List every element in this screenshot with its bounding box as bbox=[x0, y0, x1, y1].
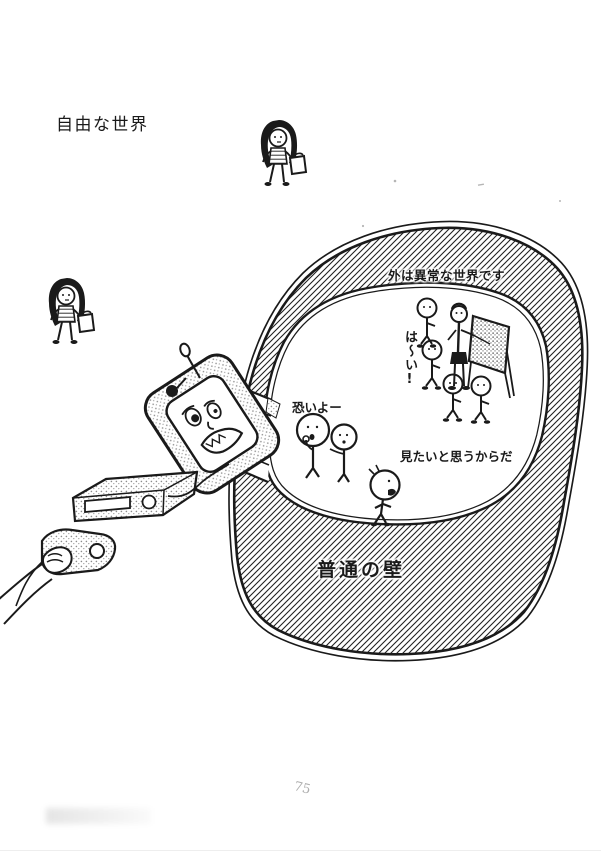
pedestrian-left bbox=[48, 278, 96, 344]
scan-specks bbox=[361, 179, 561, 228]
student-figure bbox=[442, 373, 464, 422]
shopping-bag-icon bbox=[288, 154, 308, 176]
reason-speech-label: 見たいと思うからだ bbox=[400, 449, 513, 464]
pointer-stick bbox=[474, 335, 491, 345]
curious-viewer bbox=[368, 464, 401, 527]
tv-drawing bbox=[143, 342, 281, 495]
game-console-drawing bbox=[71, 463, 230, 523]
console-tv-cable bbox=[167, 463, 230, 498]
free-world-label: 自由な世界 bbox=[56, 115, 149, 135]
scary-face bbox=[181, 399, 244, 454]
teacher-figure bbox=[447, 302, 491, 390]
scared-speech-label: 恐いよー bbox=[292, 400, 342, 415]
pedestrian-top bbox=[260, 120, 308, 186]
shopping-bag-icon bbox=[76, 312, 96, 334]
student-figure bbox=[470, 375, 492, 424]
scared-viewers bbox=[295, 412, 358, 483]
tv-antenna-icon bbox=[166, 342, 201, 397]
abnormal-world-label: 外は異常な世界です bbox=[388, 268, 506, 283]
blackboard-drawing bbox=[467, 314, 515, 399]
students-reply-label: は〜い! bbox=[402, 330, 417, 388]
student-figure bbox=[421, 339, 443, 390]
player-hand-drawing bbox=[0, 546, 73, 625]
student-figure bbox=[416, 297, 438, 348]
ordinary-wall-label: 普通の壁 bbox=[317, 559, 406, 581]
classroom-group bbox=[416, 297, 515, 424]
scan-smudge bbox=[46, 808, 151, 824]
